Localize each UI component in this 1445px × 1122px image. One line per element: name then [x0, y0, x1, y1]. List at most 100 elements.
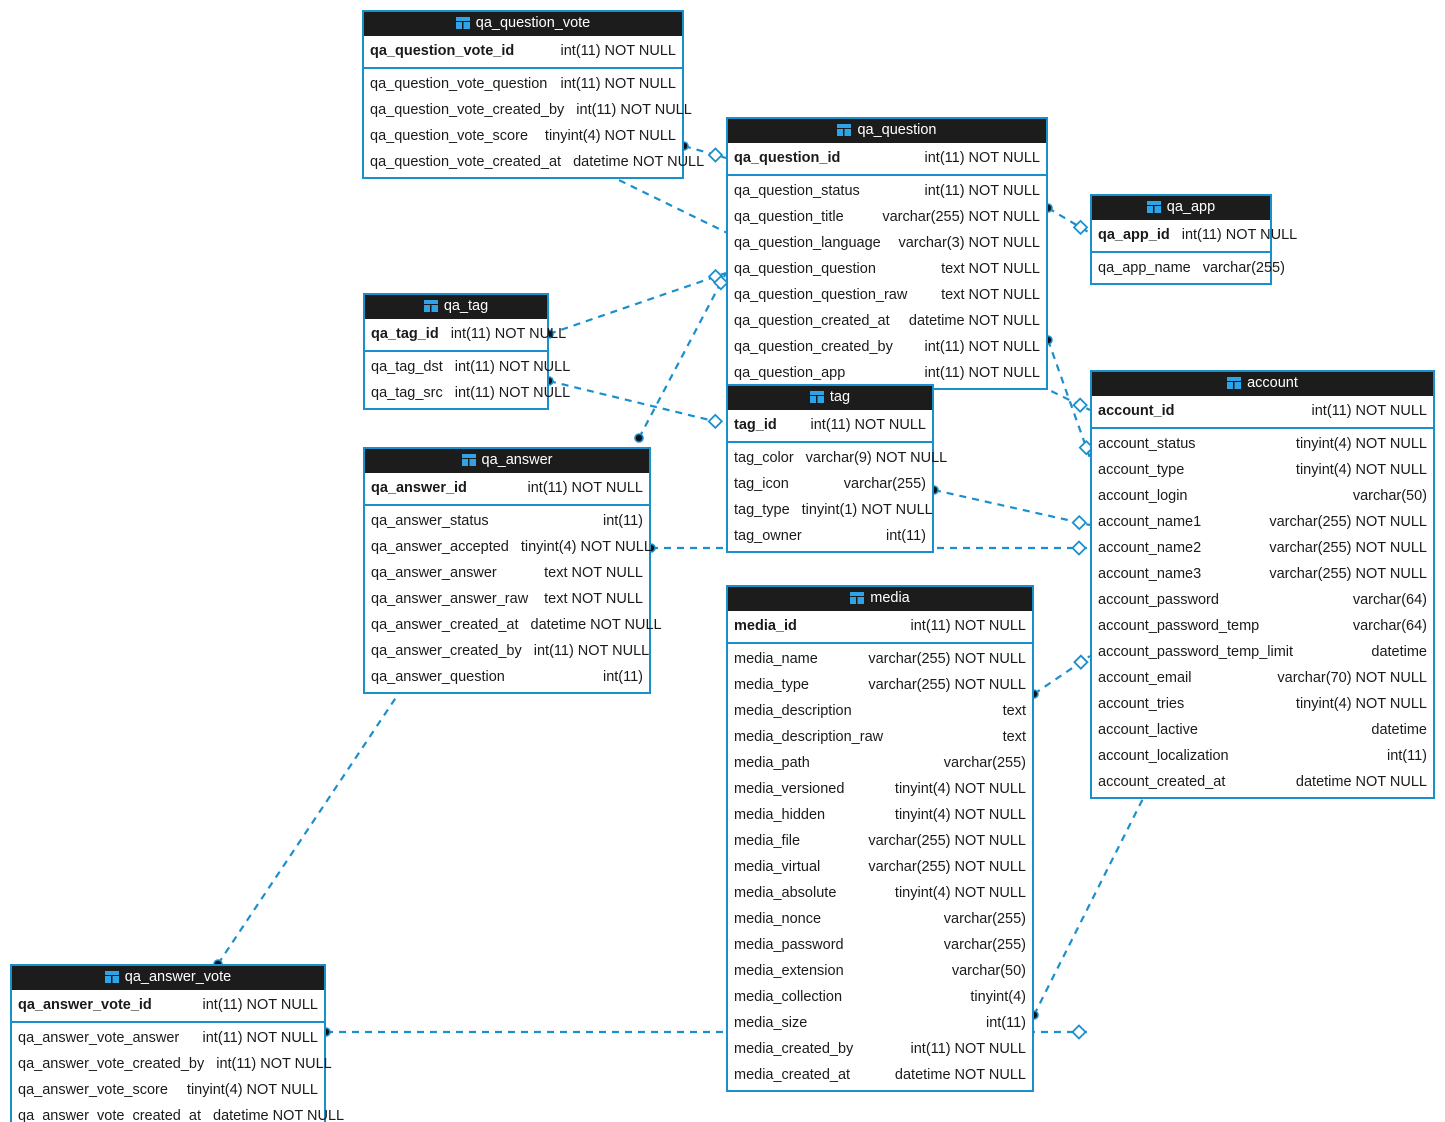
column-type: varchar(3) NOT NULL: [898, 234, 1040, 251]
column-type: int(11) NOT NULL: [924, 149, 1041, 166]
entity-header[interactable]: qa_question_vote: [364, 12, 682, 36]
column-type: int(11) NOT NULL: [1311, 402, 1428, 419]
entity-table-qa_question[interactable]: qa_question qa_question_id int(11) NOT NUL…: [726, 117, 1048, 390]
column-name: account_localization: [1098, 747, 1229, 764]
column-type: int(11): [985, 1014, 1026, 1031]
relationship-edge: [1029, 654, 1091, 699]
column-name: media_type: [734, 676, 809, 693]
entity-header[interactable]: qa_question: [728, 119, 1046, 143]
column-type: int(11) NOT NULL: [202, 996, 319, 1013]
entity-header[interactable]: qa_answer_vote: [12, 966, 324, 990]
column-name: qa_tag_src: [371, 384, 443, 401]
entity-header[interactable]: account: [1092, 372, 1433, 396]
column-name: media_description_raw: [734, 728, 884, 745]
column-type: datetime: [1371, 721, 1427, 738]
column-name: media_nonce: [734, 910, 822, 927]
primary-key-row: account_id int(11) NOT NULL: [1092, 398, 1433, 424]
column-name: qa_question_title: [734, 208, 844, 225]
column-type: tinyint(4) NOT NULL: [1295, 461, 1427, 478]
entity-header[interactable]: qa_tag: [365, 295, 547, 319]
column-row: qa_question_created_by int(11) NOT NULL: [728, 334, 1046, 360]
column-name: account_email: [1098, 669, 1192, 686]
column-name: qa_answer_vote_created_by: [18, 1055, 205, 1072]
column-name: qa_question_question_raw: [734, 286, 908, 303]
column-name: account_name2: [1098, 539, 1202, 556]
column-name: media_versioned: [734, 780, 845, 797]
entity-header[interactable]: media: [728, 587, 1032, 611]
column-name: qa_question_created_by: [734, 338, 893, 355]
column-name: media_path: [734, 754, 810, 771]
column-name: qa_answer_vote_answer: [18, 1029, 180, 1046]
column-type: varchar(255) NOT NULL: [868, 676, 1026, 693]
column-type: int(11) NOT NULL: [216, 1055, 332, 1072]
column-name: media_absolute: [734, 884, 837, 901]
column-type: int(11) NOT NULL: [576, 101, 692, 118]
column-type: int(11) NOT NULL: [924, 338, 1041, 355]
entity-title: media: [870, 590, 910, 606]
entity-header[interactable]: tag: [728, 386, 932, 410]
entity-header[interactable]: qa_answer: [365, 449, 649, 473]
column-name: account_id: [1098, 402, 1175, 419]
column-name: qa_answer_created_by: [371, 642, 522, 659]
columns-section: qa_answer_vote_answer int(11) NOT NULL qa_…: [12, 1023, 344, 1122]
column-row: media_type varchar(255) NOT NULL: [728, 672, 1032, 698]
column-name: account_password_temp: [1098, 617, 1260, 634]
column-name: qa_answer_question: [371, 668, 505, 685]
column-name: media_file: [734, 832, 801, 849]
entity-title: account: [1247, 375, 1298, 391]
column-type: text: [1002, 702, 1026, 719]
column-name: qa_question_id: [734, 149, 841, 166]
table-icon: [1227, 377, 1242, 390]
column-type: tinyint(1) NOT NULL: [801, 501, 933, 518]
relationship-edge: [1043, 335, 1095, 459]
column-type: varchar(50): [951, 962, 1026, 979]
table-icon: [461, 454, 476, 467]
column-name: qa_answer_vote_score: [18, 1081, 168, 1098]
column-name: tag_icon: [734, 475, 789, 492]
column-name: qa_question_app: [734, 364, 846, 381]
column-name: account_password_temp_limit: [1098, 643, 1294, 660]
primary-key-row: qa_question_id int(11) NOT NULL: [728, 145, 1046, 171]
column-type: varchar(9) NOT NULL: [805, 449, 948, 466]
entity-header[interactable]: qa_app: [1092, 196, 1270, 220]
column-name: qa_answer_answer_raw: [371, 590, 529, 607]
column-name: qa_answer_created_at: [371, 616, 519, 633]
column-name: media_extension: [734, 962, 844, 979]
column-type: varchar(50): [1352, 487, 1427, 504]
column-type: varchar(255): [1202, 259, 1285, 276]
column-type: int(11) NOT NULL: [810, 416, 927, 433]
